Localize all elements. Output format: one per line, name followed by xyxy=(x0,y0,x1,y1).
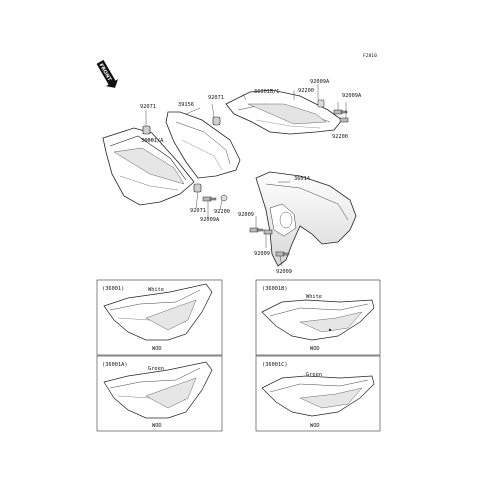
part-label-36014: 36014 xyxy=(294,176,310,182)
bolt-92009a-right xyxy=(339,117,349,123)
variant-box-36001a: (36001A) Green WOD xyxy=(96,355,223,432)
cover-36014 xyxy=(255,171,357,267)
part-label-92071: 92071 xyxy=(140,104,156,110)
bolt-92009-b xyxy=(263,229,273,235)
grommet-92071-top xyxy=(142,125,151,135)
part-label-36001bc: 36001B/C xyxy=(254,89,280,95)
part-label-92200: 92200 xyxy=(214,209,230,215)
bolt-92009a-low xyxy=(202,196,217,202)
bolt-92009a-top xyxy=(333,109,348,115)
grommet-92071-low xyxy=(193,183,202,193)
bolt-92009-a xyxy=(249,227,264,233)
part-label-92071: 92071 xyxy=(190,208,206,214)
collar-92200-top xyxy=(317,99,325,108)
part-label-92009: 92009 xyxy=(254,251,270,257)
variant-box-36001b: (36001B) White WOD xyxy=(255,279,381,356)
variant-id: (36001A) xyxy=(102,362,128,368)
variant-color: White xyxy=(148,287,164,293)
variant-id: (36001) xyxy=(102,286,124,292)
part-label-92200: 92200 xyxy=(332,134,348,140)
part-label-92009a: 92009A xyxy=(310,79,330,85)
left-side-cover-36001a xyxy=(102,127,195,206)
leader-lines xyxy=(144,84,347,267)
part-label-36001a: 36001/A xyxy=(141,138,164,144)
variant-box-36001: (36001) White WOD xyxy=(96,279,223,356)
variant-note: WOD xyxy=(152,346,162,352)
right-side-cover-36001bc xyxy=(225,89,343,135)
variant-note: WOD xyxy=(310,346,320,352)
variant-color: White xyxy=(306,294,322,300)
variant-box-36001c: (36001C) Green WOD xyxy=(255,355,381,432)
variant-id: (36001B) xyxy=(262,286,288,292)
part-label-92009a: 92009A xyxy=(200,217,220,223)
part-label-92071: 92071 xyxy=(208,95,224,101)
diagram-code: F2810 xyxy=(363,53,377,59)
inner-panel-39156 xyxy=(165,111,241,179)
variant-note: WOD xyxy=(310,423,320,429)
bolt-92009-c xyxy=(275,251,290,257)
part-label-92009: 92009 xyxy=(276,269,292,275)
front-arrow-icon xyxy=(96,59,119,88)
variant-color: Green xyxy=(148,366,164,372)
part-label-92009: 92009 xyxy=(238,212,254,218)
part-label-92009a: 92009A xyxy=(342,93,362,99)
grommet-92071-mid xyxy=(212,116,221,126)
variant-id: (36001C) xyxy=(262,362,288,368)
variant-note: WOD xyxy=(152,423,162,429)
part-label-39156: 39156 xyxy=(178,102,194,108)
variant-color: Green xyxy=(306,372,322,378)
collar-92200-low xyxy=(220,194,228,202)
part-label-92200: 92200 xyxy=(298,88,314,94)
front-direction-badge: FRONT xyxy=(96,59,119,88)
